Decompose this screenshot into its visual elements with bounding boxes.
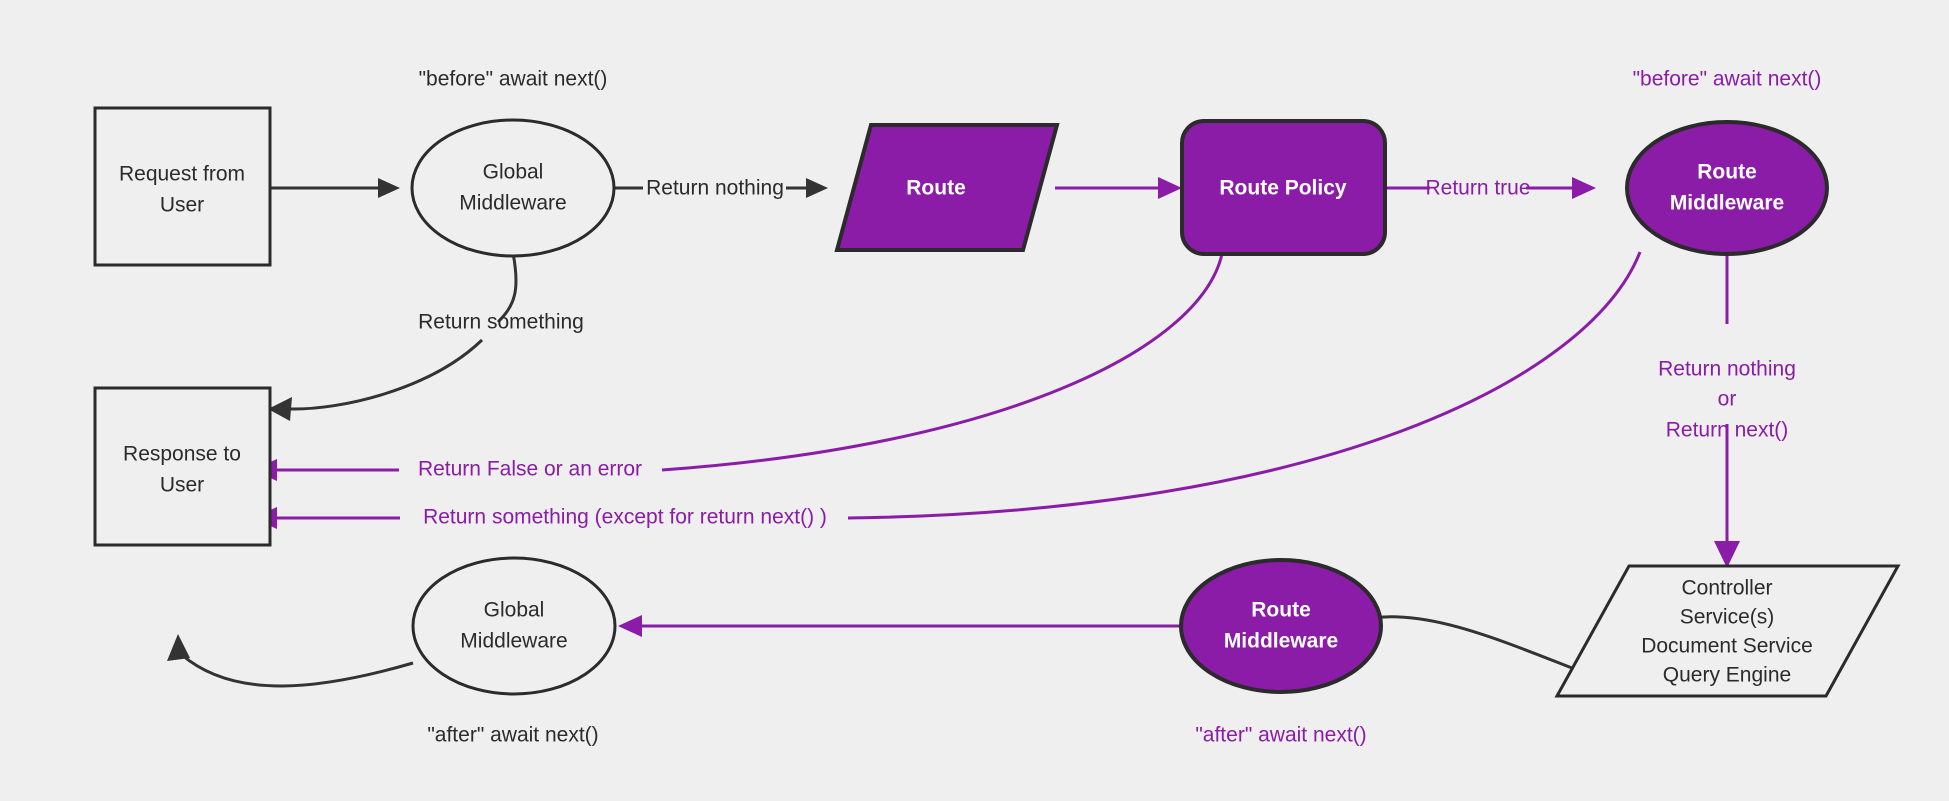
node-label-line2: Middleware [1224, 630, 1338, 653]
arrowhead [1158, 177, 1182, 199]
node-label-line1: Request from [119, 163, 245, 186]
edge-route-policy-to-route-middleware: Return true [1385, 177, 1596, 200]
arrowhead [806, 178, 828, 198]
node-shape [410, 118, 616, 258]
node-shape [1625, 120, 1829, 256]
edge-request-to-global-middleware [270, 178, 400, 198]
node-route-middleware-bottom[interactable]: Route Middleware [1179, 558, 1383, 694]
arrowhead [1714, 541, 1740, 568]
edge-line [181, 653, 414, 688]
node-response-to-user[interactable]: Response to User [93, 386, 272, 547]
node-label: Route [906, 177, 966, 200]
edge-label-return-something: Return something [418, 311, 584, 334]
node-label-line2: User [160, 474, 204, 497]
node-request-from-user[interactable]: Request from User [93, 106, 272, 267]
node-label-line2: User [160, 194, 204, 217]
edge-global-middleware-to-response: Return something [268, 252, 584, 421]
edge-line [1371, 615, 1573, 670]
edge-route-middleware-to-controller: Return nothing or Return next() [1658, 254, 1796, 568]
annotation-before-await-next-global: "before" await next() [419, 68, 608, 91]
node-label-line2: Service(s) [1680, 606, 1775, 629]
edge-label-return-nothing-line3: Return next() [1666, 419, 1789, 442]
node-route-middleware-top[interactable]: Route Middleware [1625, 120, 1829, 256]
arrowhead [268, 397, 292, 421]
node-shape [411, 556, 617, 696]
node-label-line1: Route [1251, 599, 1311, 622]
edge-global-middleware-bottom-to-response [167, 634, 414, 688]
edge-line-lower [289, 338, 484, 411]
node-label-line1: Global [483, 161, 544, 184]
edge-label-return-nothing: Return nothing [646, 177, 784, 200]
edge-line-curve [661, 253, 1224, 472]
arrowhead [618, 615, 642, 637]
edge-label-return-nothing-line1: Return nothing [1658, 358, 1796, 381]
node-label-line2: Middleware [1670, 192, 1784, 215]
edge-label-return-nothing-line2: or [1718, 388, 1737, 411]
annotation-after-await-next-route: "after" await next() [1195, 724, 1366, 747]
node-label-line1: Global [484, 599, 545, 622]
annotation-after-await-next-global: "after" await next() [427, 724, 598, 747]
node-label-line4: Query Engine [1663, 664, 1791, 687]
node-shape [93, 386, 272, 547]
arrowhead [378, 178, 400, 198]
edge-label-return-true: Return true [1425, 177, 1530, 200]
node-label-line1: Controller [1681, 577, 1772, 600]
edge-route-middleware-bottom-to-global-middleware-bottom [618, 615, 1180, 637]
arrowhead [1572, 177, 1596, 199]
edge-line-curve [847, 251, 1642, 520]
edge-label-return-something-except-next: Return something (except for return next… [423, 506, 827, 529]
node-label-line1: Route [1697, 161, 1757, 184]
node-shape [93, 106, 272, 267]
node-shape [1179, 558, 1383, 694]
node-route[interactable]: Route [834, 123, 1060, 252]
node-global-middleware-top[interactable]: Global Middleware [410, 118, 616, 258]
edge-route-to-route-policy [1055, 177, 1182, 199]
node-label: Route Policy [1219, 177, 1347, 200]
node-label-line2: Middleware [459, 192, 566, 215]
annotation-before-await-next-route: "before" await next() [1633, 68, 1822, 91]
node-shape [1554, 564, 1901, 698]
node-label-line3: Document Service [1641, 635, 1813, 658]
edge-global-middleware-to-route: Return nothing [614, 177, 828, 200]
node-route-policy[interactable]: Route Policy [1180, 119, 1387, 256]
arrowhead [167, 634, 190, 661]
node-shape [1180, 119, 1387, 256]
node-label-line2: Middleware [460, 630, 567, 653]
node-global-middleware-bottom[interactable]: Global Middleware [411, 556, 617, 696]
node-shape [834, 123, 1060, 252]
edge-line-upper [496, 252, 518, 324]
node-label-line1: Response to [123, 443, 241, 466]
node-controller-services[interactable]: Controller Service(s) Document Service Q… [1554, 564, 1901, 698]
edge-route-middleware-to-response: Return something (except for return next… [253, 251, 1642, 529]
edge-route-policy-to-response: Return False or an error [253, 253, 1224, 481]
edge-label-return-false-or-error: Return False or an error [418, 458, 642, 481]
